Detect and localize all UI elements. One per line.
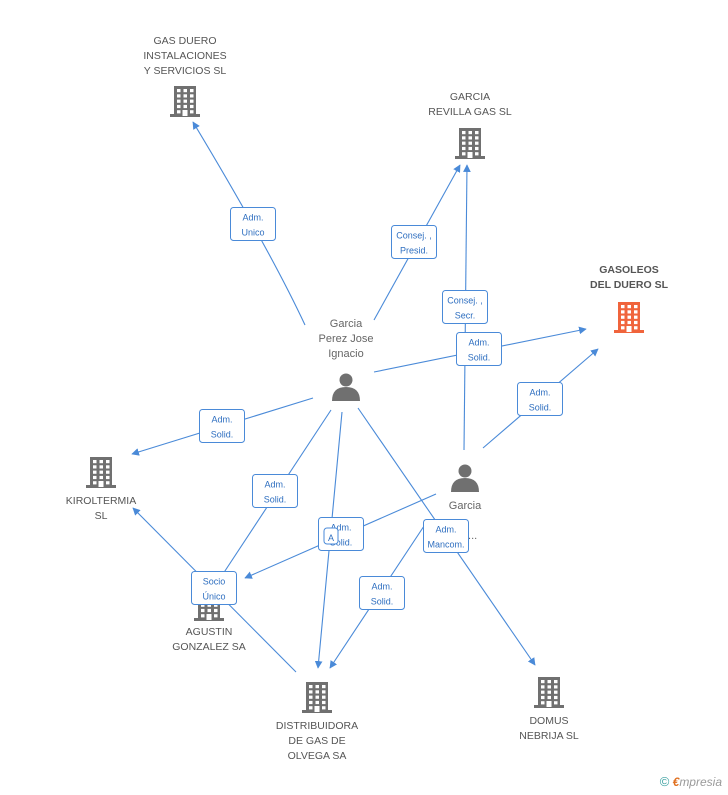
company-label-kiroltermia: SL <box>95 510 108 522</box>
edge-label-text: Adm. <box>529 388 550 398</box>
company-label-distribuidora: OLVEGA SA <box>288 750 347 762</box>
edge-label-text: Socio <box>203 577 226 587</box>
company-label-agustin: AGUSTIN <box>186 626 233 638</box>
company-label-gasoleos: DEL DUERO SL <box>590 279 669 291</box>
edge-label-text: Adm. <box>264 480 285 490</box>
edge-label-e12[interactable]: A <box>323 527 339 545</box>
edge-label-text: Solid. <box>211 430 234 440</box>
edge-label-text: Adm. <box>330 523 351 533</box>
person-label-garcia_2: Garcia <box>449 500 482 512</box>
edge-label-e9[interactable]: Adm. Mancom. <box>423 519 469 553</box>
empresia-logo-mark: € <box>672 775 680 789</box>
edge-label-text: Adm. <box>371 582 392 592</box>
edge-label-text: Presid. <box>400 246 428 256</box>
company-label-domus: DOMUS <box>529 715 568 727</box>
company-distribuidora-building-icon[interactable] <box>302 682 332 713</box>
company-kiroltermia-building-icon[interactable] <box>86 457 116 488</box>
company-label-garcia_revilla: GARCIA <box>450 91 490 103</box>
edge-label-text: Adm. <box>242 213 263 223</box>
edge-label-text: Adm. <box>468 338 489 348</box>
company-label-distribuidora: DISTRIBUIDORA <box>276 720 358 732</box>
edge-label-e7[interactable]: Adm. Solid. <box>252 474 298 508</box>
company-gasoleos-building-icon[interactable] <box>614 302 644 333</box>
empresia-logo-text: mpresia <box>679 775 722 789</box>
edge-label-e1[interactable]: Adm. Unico <box>230 207 276 241</box>
person-label-garcia_perez: Ignacio <box>328 348 363 360</box>
company-label-gasoleos: GASOLEOS <box>599 264 659 276</box>
company-domus-building-icon[interactable] <box>534 677 564 708</box>
person-label-garcia_perez: Garcia <box>330 318 363 330</box>
edge-label-text: Adm. <box>211 415 232 425</box>
edge-label-text: Secr. <box>455 311 476 321</box>
company-label-distribuidora: DE GAS DE <box>288 735 345 747</box>
nodes-layer: GAS DUERO INSTALACIONES Y SERVICIOS SL GARC… <box>66 35 669 762</box>
company-label-agustin: GONZALEZ SA <box>172 641 246 653</box>
company-label-domus: NEBRIJA SL <box>519 730 579 742</box>
company-label-gas_duero: Y SERVICIOS SL <box>144 65 227 77</box>
edge-label-text: Único <box>202 592 225 602</box>
edge-label-text: Solid. <box>371 597 394 607</box>
company-label-kiroltermia: KIROLTERMIA <box>66 495 136 507</box>
person-garcia_perez-person-icon[interactable] <box>332 373 360 402</box>
edge-label-e3[interactable]: Consej. , Secr. <box>442 290 488 324</box>
company-garcia_revilla-building-icon[interactable] <box>455 128 485 159</box>
person-label-garcia_perez: Perez Jose <box>318 333 373 345</box>
edge-label-text: Solid. <box>264 495 287 505</box>
edge-label-text: Solid. <box>330 538 353 548</box>
company-label-garcia_revilla: REVILLA GAS SL <box>428 106 512 118</box>
edge-label-e5[interactable]: Adm. Solid. <box>517 382 563 416</box>
company-label-gas_duero: GAS DUERO <box>153 35 216 47</box>
copyright-icon: © <box>659 774 670 789</box>
edge-label-e10[interactable]: Adm. Solid. <box>359 576 405 610</box>
edge-label-e2[interactable]: Consej. , Presid. <box>391 225 437 259</box>
edge-label-text: Solid. <box>468 353 491 363</box>
company-label-gas_duero: INSTALACIONES <box>143 50 226 62</box>
person-garcia_2-person-icon[interactable] <box>451 464 479 493</box>
edge-label-text: A <box>328 533 334 543</box>
edge-label-e4[interactable]: Adm. Solid. <box>456 332 502 366</box>
edge-label-text: Mancom. <box>427 540 464 550</box>
edge-label-text: Adm. <box>435 525 456 535</box>
edge-label-text: Consej. , <box>447 296 483 306</box>
edge-label-text: Consej. , <box>396 231 432 241</box>
edge-label-e6[interactable]: Adm. Solid. <box>199 409 245 443</box>
edge-label-text: Unico <box>241 228 264 238</box>
edge-label-text: Solid. <box>529 403 552 413</box>
company-gas_duero-building-icon[interactable] <box>170 86 200 117</box>
brand-watermark: © €mpresia <box>660 774 722 789</box>
